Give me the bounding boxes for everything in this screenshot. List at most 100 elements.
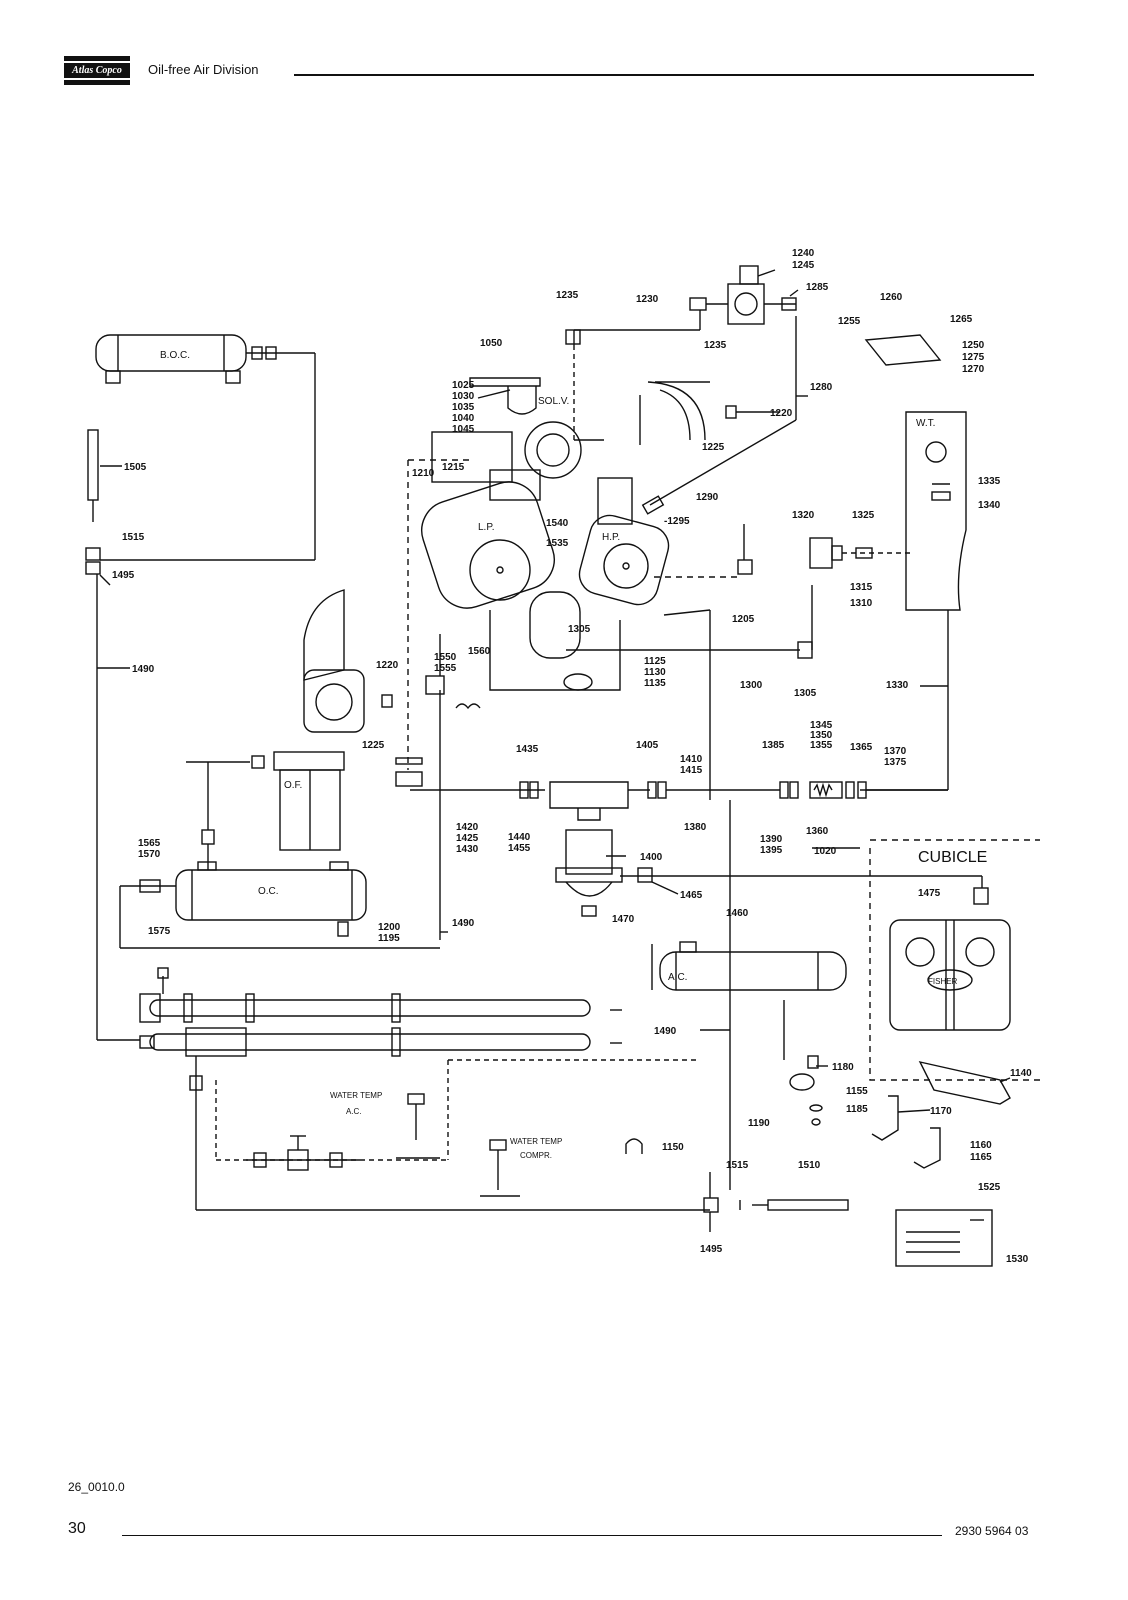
header-rule: [294, 74, 1034, 76]
part-label: 1300: [740, 680, 763, 691]
part-label: 1510: [798, 1160, 821, 1171]
part-label: 1495: [700, 1244, 723, 1255]
water-temp-ac-label: WATER TEMP: [330, 1091, 382, 1100]
part-label: 1310: [850, 598, 873, 609]
part-label: 1220: [376, 660, 399, 671]
part-label: 1440: [508, 832, 531, 843]
water-pipe-upper-icon: [149, 999, 591, 1017]
part-label: 1240: [792, 248, 815, 259]
division-title: Oil-free Air Division: [148, 62, 259, 77]
part-label: 1435: [516, 744, 539, 755]
part-label: 1030: [452, 391, 475, 402]
part-label: 1200: [378, 922, 401, 933]
part-label: 1190: [748, 1118, 770, 1129]
part-label: 1210: [412, 468, 435, 479]
hp-compressor-icon: [578, 514, 670, 606]
part-label: 1405: [636, 740, 659, 751]
oil-filter-1400-icon: [565, 829, 613, 875]
part-label: 1340: [978, 500, 1001, 511]
part-label: 1195: [378, 933, 400, 944]
part-label: 1255: [838, 316, 861, 327]
publication-number: 2930 5964 03: [955, 1524, 1029, 1538]
part-label: 1260: [880, 292, 903, 303]
water-tank-label: W.T.: [916, 418, 935, 429]
part-label: 1230: [636, 294, 659, 305]
part-label: 1185: [846, 1104, 868, 1115]
part-label: 1290: [696, 492, 719, 503]
part-label: 1045: [452, 424, 475, 435]
water-tank-icon: [905, 411, 967, 611]
solenoid-valve-label: SOL.V.: [538, 396, 569, 407]
part-label: 1375: [884, 757, 907, 768]
flow-meter-icon: [87, 429, 99, 501]
part-label: 1475: [918, 888, 941, 899]
part-label: 1270: [962, 364, 985, 375]
part-label: 1235: [704, 340, 727, 351]
water-temp-compr-label: WATER TEMP: [510, 1137, 562, 1146]
part-label: 1035: [452, 402, 475, 413]
part-label: 1515: [726, 1160, 749, 1171]
part-label: 1160: [970, 1140, 992, 1151]
part-label: 1245: [792, 260, 815, 271]
part-label: 1275: [962, 352, 985, 363]
part-label: 1565: [138, 838, 161, 849]
part-label: 1315: [850, 582, 873, 593]
part-label: 1265: [950, 314, 973, 325]
strainer-icon: [809, 781, 843, 799]
boc-label: B.O.C.: [160, 350, 190, 361]
bell-housing-icon: [303, 589, 345, 681]
part-label: 1320: [792, 510, 815, 521]
part-label: 1530: [1006, 1254, 1029, 1265]
part-label: 1305: [568, 624, 591, 635]
cubicle-label: CUBICLE: [918, 849, 987, 866]
part-label: 1050: [480, 338, 503, 349]
atlas-copco-logo: Atlas Copco: [64, 56, 130, 86]
part-label: 1350: [810, 730, 833, 741]
part-label: 1345: [810, 720, 833, 731]
oil-cooler-label: O.C.: [258, 886, 279, 897]
part-label: 1430: [456, 844, 479, 855]
part-label: 1335: [978, 476, 1001, 487]
page-number: 30: [68, 1520, 86, 1537]
part-label: 1165: [970, 1152, 992, 1163]
part-label: 1385: [762, 740, 785, 751]
oil-cooler-icon: [175, 869, 367, 921]
part-label: 1220: [770, 408, 793, 419]
part-label: 1380: [684, 822, 707, 833]
part-label: 1490: [452, 918, 475, 929]
part-label: 1490: [654, 1026, 677, 1037]
fisher-label: FISHER: [928, 977, 958, 986]
document-code: 26_0010.0: [68, 1480, 125, 1494]
part-label: 1155: [846, 1086, 868, 1097]
lp-label: L.P.: [478, 522, 495, 533]
brand-name: Atlas Copco: [64, 63, 130, 78]
part-label: 1460: [726, 908, 749, 919]
water-temp-compr-sub: COMPR.: [520, 1151, 552, 1160]
part-label: 1470: [612, 914, 635, 925]
part-label: 1490: [132, 664, 155, 675]
part-label: 1410: [680, 754, 703, 765]
part-label: 1125: [644, 656, 666, 667]
part-label: 1225: [362, 740, 385, 751]
part-label: 1285: [806, 282, 829, 293]
part-label: 1515: [122, 532, 145, 543]
part-label: 1495: [112, 570, 135, 581]
data-plate-icon: [895, 1209, 993, 1267]
part-label: 1390: [760, 834, 783, 845]
part-label: 1555: [434, 663, 457, 674]
part-label: 1370: [884, 746, 907, 757]
part-label: 1400: [640, 852, 663, 863]
part-label: 1360: [806, 826, 829, 837]
part-label: 1135: [644, 678, 666, 689]
part-label: 1540: [546, 518, 569, 529]
water-temp-ac-sub: A.C.: [346, 1107, 362, 1116]
part-label: 1415: [680, 765, 703, 776]
water-pipe-lower-icon: [149, 1033, 591, 1051]
part-label: 1395: [760, 845, 783, 856]
part-label: 1420: [456, 822, 479, 833]
part-label: 1525: [978, 1182, 1001, 1193]
part-label: 1330: [886, 680, 909, 691]
hp-label: H.P.: [602, 532, 620, 543]
part-label: 1465: [680, 890, 703, 901]
part-label: 1170: [930, 1106, 952, 1117]
